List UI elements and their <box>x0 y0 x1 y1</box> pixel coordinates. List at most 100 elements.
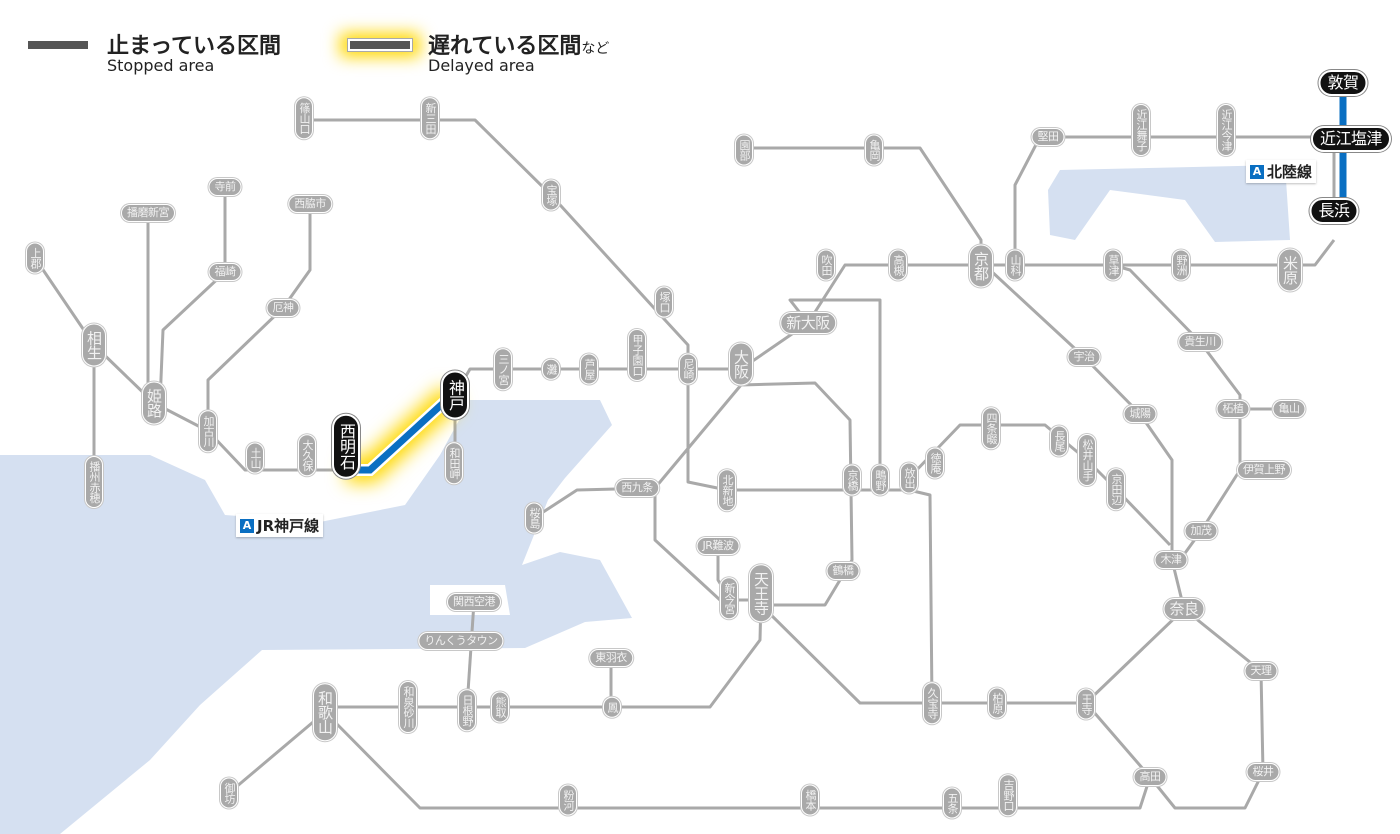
delayed-legend-subtitle: Delayed area <box>428 56 535 75</box>
station[interactable]: 貴生川 <box>1178 333 1222 351</box>
station[interactable]: 三ノ宮 <box>494 348 512 390</box>
station[interactable]: 大久保 <box>298 434 316 476</box>
station[interactable]: 鳳 <box>603 696 621 718</box>
station[interactable]: 奈良 <box>1163 598 1205 620</box>
station[interactable]: 米原 <box>1278 248 1302 292</box>
station[interactable]: 桜井 <box>1246 763 1280 781</box>
station[interactable]: JR難波 <box>696 537 740 555</box>
station[interactable]: 和歌山 <box>313 683 337 741</box>
line-name: 北陸線 <box>1267 163 1313 181</box>
station[interactable]: 放出 <box>900 462 918 494</box>
delayed-legend-title-text: 遅れている区間 <box>428 34 582 59</box>
station[interactable]: 天王寺 <box>749 564 773 622</box>
station[interactable]: 柘植 <box>1216 400 1250 418</box>
station[interactable]: 灘 <box>542 358 560 380</box>
station[interactable]: 鶴橋 <box>826 562 860 580</box>
station[interactable]: 堅田 <box>1031 128 1065 146</box>
station[interactable]: 近江舞子 <box>1132 104 1150 156</box>
station[interactable]: 和田岬 <box>445 442 463 484</box>
station[interactable]: 芦屋 <box>580 353 598 385</box>
station[interactable]: 高槻 <box>889 249 907 281</box>
station[interactable]: 五条 <box>943 787 961 819</box>
station[interactable]: 厄神 <box>266 299 300 317</box>
station[interactable]: りんくうタウン <box>418 632 504 650</box>
station[interactable]: 日根野 <box>458 689 476 731</box>
station[interactable]: 熊取 <box>491 691 509 723</box>
station-delayed[interactable]: 長浜 <box>1309 198 1359 224</box>
station[interactable]: 姫路 <box>142 381 166 425</box>
stopped-legend-subtitle: Stopped area <box>107 56 215 75</box>
station[interactable]: 土山 <box>246 442 264 474</box>
station[interactable]: 上郡 <box>26 242 44 274</box>
station[interactable]: 宇治 <box>1067 348 1101 366</box>
line-a-icon: A <box>240 518 254 533</box>
station[interactable]: 吉野口 <box>999 774 1017 816</box>
station[interactable]: 京都 <box>969 244 993 288</box>
station[interactable]: 大阪 <box>729 342 753 386</box>
station[interactable]: 城陽 <box>1123 405 1157 423</box>
station[interactable]: 塚口 <box>655 286 673 318</box>
station[interactable]: 粉河 <box>559 784 577 816</box>
station[interactable]: 園部 <box>735 134 753 166</box>
station[interactable]: 木津 <box>1154 551 1188 569</box>
station[interactable]: 新三田 <box>421 97 439 139</box>
rail-lines <box>33 118 1336 810</box>
station[interactable]: 相生 <box>82 323 106 367</box>
station[interactable]: 高田 <box>1133 768 1167 786</box>
station[interactable]: 吹田 <box>817 249 835 281</box>
station[interactable]: 加茂 <box>1184 522 1218 540</box>
station-delayed[interactable]: 西明石 <box>332 413 360 479</box>
station[interactable]: 加古川 <box>199 410 217 452</box>
station[interactable]: 桜島 <box>525 502 543 534</box>
station-delayed[interactable]: 近江塩津 <box>1310 126 1392 152</box>
line-label-jr-kobe[interactable]: A JR神戸線 <box>236 514 324 537</box>
station[interactable]: 関西空港 <box>447 593 501 611</box>
station[interactable]: 伊賀上野 <box>1237 461 1291 479</box>
station[interactable]: 甲子園口 <box>628 329 646 381</box>
station[interactable]: 東羽衣 <box>589 649 633 667</box>
station[interactable]: 京田辺 <box>1107 468 1125 510</box>
delayed-legend-title: 遅れている区間など <box>428 28 609 60</box>
line-name: JR神戸線 <box>257 517 320 535</box>
line-a-icon: A <box>1250 164 1264 179</box>
station[interactable]: 西九条 <box>615 479 659 497</box>
station[interactable]: 篠山口 <box>295 97 313 139</box>
station[interactable]: 橋本 <box>801 784 819 816</box>
station[interactable]: 亀山 <box>1272 400 1306 418</box>
station[interactable]: 西脇市 <box>288 195 332 213</box>
station[interactable]: 新大阪 <box>780 312 836 334</box>
station[interactable]: 松井山手 <box>1078 434 1096 486</box>
station[interactable]: 北新地 <box>718 469 736 511</box>
line-label-hokuriku[interactable]: A 北陸線 <box>1246 160 1317 183</box>
station[interactable]: 野洲 <box>1172 249 1190 281</box>
station[interactable]: 和泉砂川 <box>399 681 417 733</box>
station[interactable]: 近江今津 <box>1217 104 1235 156</box>
station[interactable]: 宝塚 <box>542 179 560 211</box>
station[interactable]: 山科 <box>1006 249 1024 281</box>
station[interactable]: 四条畷 <box>982 407 1000 449</box>
station[interactable]: 徳庵 <box>926 447 944 479</box>
station[interactable]: 天理 <box>1244 662 1278 680</box>
station[interactable]: 王寺 <box>1077 688 1095 720</box>
station[interactable]: 長尾 <box>1050 425 1068 457</box>
station[interactable]: 新今宮 <box>720 577 738 619</box>
station[interactable]: 寺前 <box>208 178 242 196</box>
station[interactable]: 京橋 <box>843 464 861 496</box>
station-delayed[interactable]: 神戸 <box>441 370 469 420</box>
station[interactable]: 福崎 <box>208 263 242 281</box>
station-delayed[interactable]: 敦賀 <box>1318 70 1368 96</box>
station[interactable]: 鴫野 <box>871 464 889 496</box>
station[interactable]: 播磨新宮 <box>121 204 175 222</box>
station[interactable]: 柏原 <box>988 687 1006 719</box>
stopped-legend-swatch <box>28 41 88 49</box>
station[interactable]: 亀岡 <box>865 134 883 166</box>
station[interactable]: 播州赤穂 <box>85 456 103 508</box>
water <box>0 165 1290 834</box>
station[interactable]: 草津 <box>1104 249 1122 281</box>
station[interactable]: 御坊 <box>220 777 238 809</box>
stopped-legend-title: 止まっている区間 <box>107 34 282 59</box>
delayed-legend-swatch <box>348 39 412 51</box>
station[interactable]: 尼崎 <box>679 353 697 385</box>
station[interactable]: 久宝寺 <box>923 682 941 724</box>
